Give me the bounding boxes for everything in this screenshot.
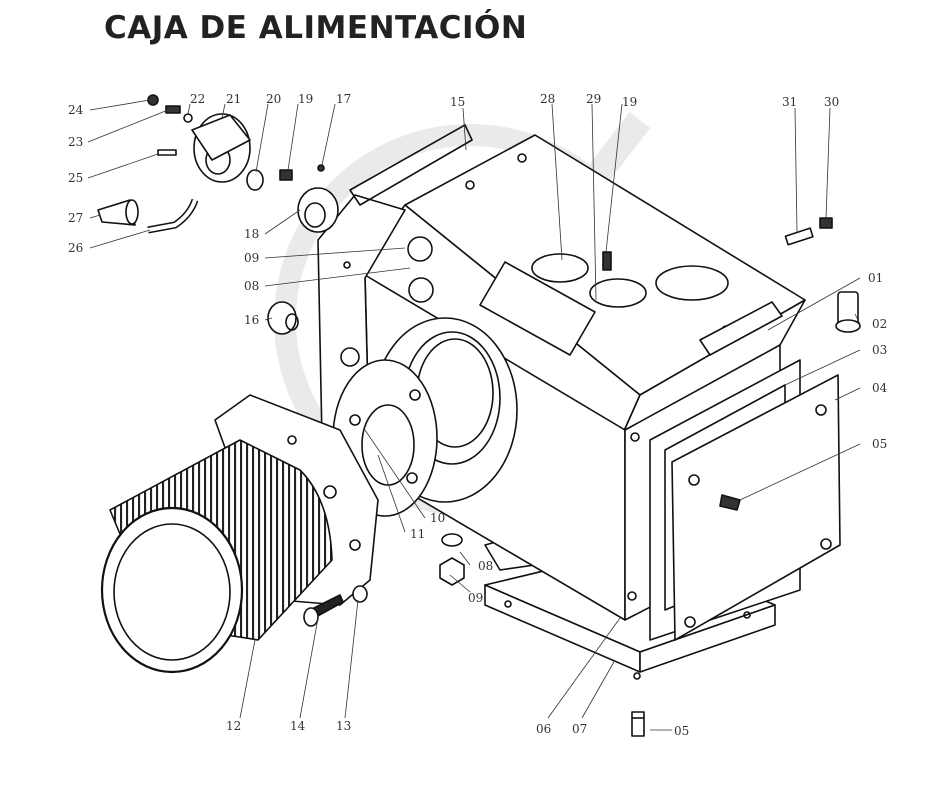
ball-22 [184,114,192,122]
callout-25: 25 [68,171,83,185]
callout-08b: 08 [478,559,493,573]
callout-05b: 05 [674,724,689,738]
callout-05a: 05 [872,437,887,451]
callout-30: 30 [824,95,839,109]
callout-24: 24 [68,103,84,117]
callout-18: 18 [244,227,259,241]
callout-14: 14 [290,719,306,733]
callout-04: 04 [872,381,888,395]
callout-26: 26 [68,241,83,255]
callout-01: 01 [868,271,883,285]
screw-05-bottom [632,712,644,736]
callout-09b: 09 [468,591,483,605]
callout-31: 31 [782,95,797,109]
hose-26 [148,200,195,230]
spring-19-top [603,252,611,270]
ball-17 [318,165,324,171]
nozzle-27 [98,200,138,225]
pin-25 [158,150,176,155]
callout-13: 13 [336,719,351,733]
callout-09a: 09 [244,251,259,265]
callout-06: 06 [536,722,551,736]
callout-08a: 08 [244,279,259,293]
callout-07: 07 [572,722,587,736]
spring-23 [166,106,180,113]
callout-15: 15 [450,95,465,109]
callout-22: 22 [190,92,205,106]
pump-body-21 [192,114,250,182]
callout-16: 16 [244,313,259,327]
callout-27: 27 [68,211,83,225]
callout-17: 17 [336,92,351,106]
bolt-02 [836,292,860,332]
callout-23: 23 [68,135,83,149]
o-ring-20 [247,170,263,190]
callout-12: 12 [226,719,241,733]
callout-20: 20 [266,92,281,106]
callout-02: 02 [872,317,887,331]
pin-31 [785,228,813,245]
washer-08 [442,534,462,546]
callout-11: 11 [410,527,425,541]
callout-19a: 19 [298,92,313,106]
spring-19 [280,170,292,180]
callout-21: 21 [226,92,241,106]
callout-10: 10 [430,511,445,525]
washer-13 [353,586,367,602]
fitting-18 [298,188,338,232]
callout-03: 03 [872,343,887,357]
callout-28: 28 [540,92,555,106]
electric-motor [102,440,332,672]
callout-29: 29 [586,92,601,106]
callout-19b: 19 [622,95,637,109]
screw-30 [820,218,832,228]
nut-09 [440,558,464,585]
